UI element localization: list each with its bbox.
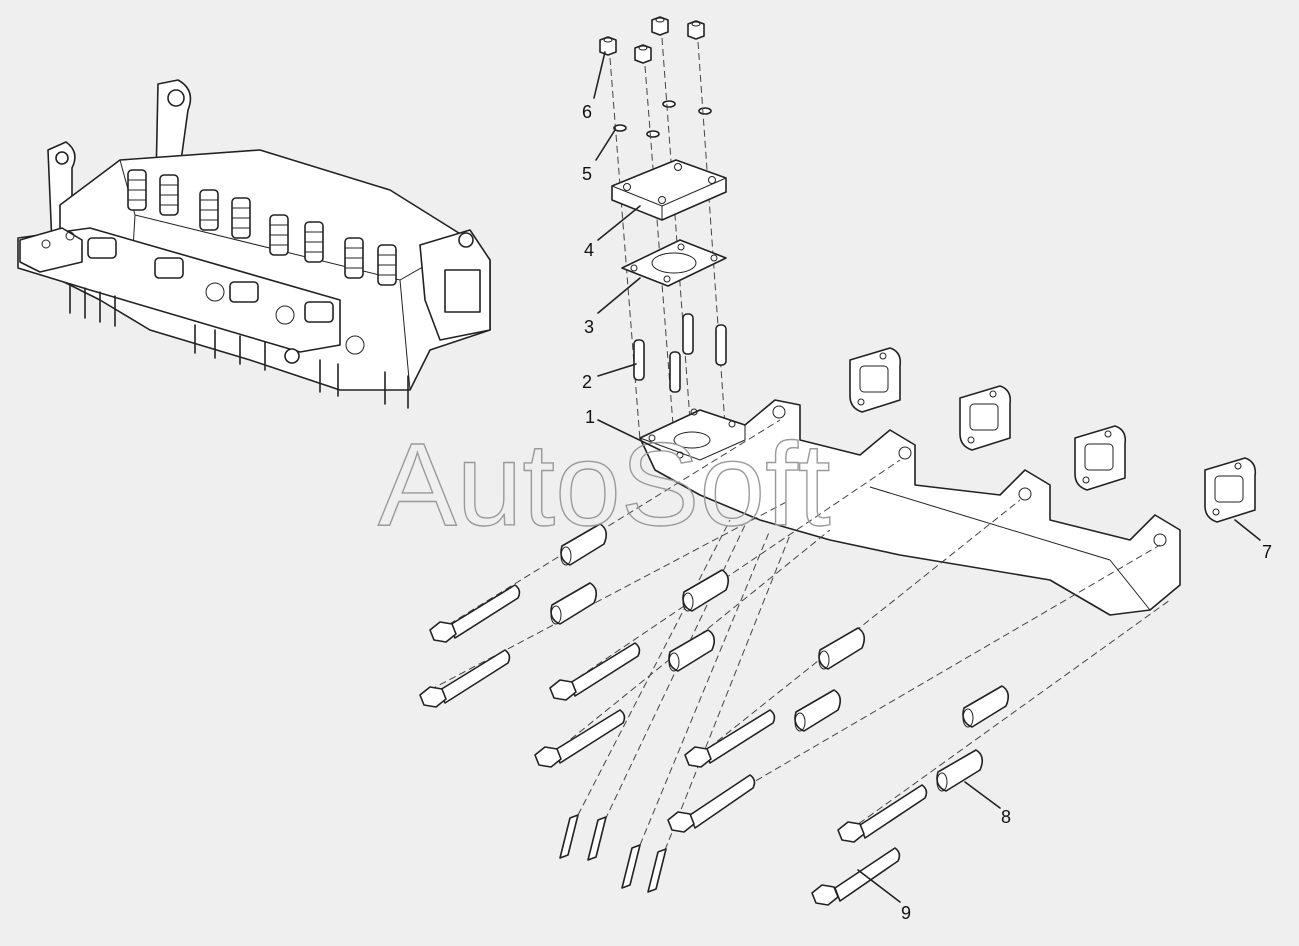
callout-5: 5 [582,164,592,184]
callout-1: 1 [585,407,595,427]
nut-icon [599,16,705,64]
assembly-line [429,419,1171,851]
cover-plate-icon [611,159,727,221]
port-gasket-icon [849,347,1257,523]
leader-lines [593,51,1261,903]
callout-4: 4 [584,240,594,260]
callout-labels: 6 5 4 3 2 1 7 8 9 [582,102,1272,923]
callout-7: 7 [1262,542,1272,562]
exhaust-manifold-icon [639,399,1181,616]
bolt-icon [419,584,928,906]
callout-3: 3 [584,317,594,337]
washer-icon [613,100,712,138]
stud-icon [559,814,667,893]
assembly-line [609,37,726,451]
callout-8: 8 [1001,807,1011,827]
callout-6: 6 [582,102,592,122]
callout-9: 9 [901,903,911,923]
cylinder-head-icon [17,79,491,409]
spacer-icon [550,523,1010,792]
gasket-icon [621,239,727,287]
stud-icon [633,313,727,393]
watermark: AutoSoft [378,419,831,551]
callout-2: 2 [582,372,592,392]
